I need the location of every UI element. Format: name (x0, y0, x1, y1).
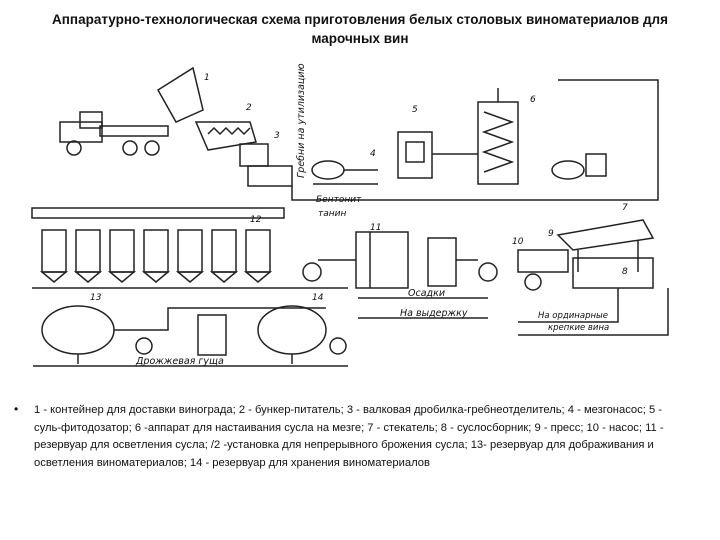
tank-13 (41, 305, 115, 364)
settling-tank-11 (355, 231, 409, 289)
tank-14 (257, 305, 327, 364)
technological-scheme: Гребни на утилизацию Бентонит танин Осад… (31, 63, 669, 367)
legend-bullet: • (14, 402, 19, 416)
press-9 (517, 249, 569, 291)
label-bentonite: Бентонит (316, 195, 362, 205)
label-sediment: Осадки (408, 288, 445, 299)
label-ordinary-wines: крепкие вина (548, 323, 609, 333)
num-1: 1 (204, 73, 210, 83)
title-line-2: марочных вин (311, 31, 409, 46)
label-tannin: танин (318, 209, 346, 219)
legend-text: 1 - контейнер для доставки винограда; 2 … (34, 404, 664, 469)
sulfite-doser (397, 131, 433, 179)
num-7: 7 (622, 203, 628, 213)
must-pump-4 (311, 160, 378, 185)
num-11: 11 (370, 223, 381, 233)
pump-10 (478, 262, 498, 282)
num-4: 4 (370, 149, 376, 159)
num-9: 9 (548, 229, 554, 239)
num-8: 8 (622, 267, 628, 277)
hopper-crusher (194, 121, 293, 187)
label-yeast: Дрожжевая гуща (135, 356, 224, 367)
page-title: Аппаратурно-технологическая схема пригот… (20, 10, 700, 48)
num-6: 6 (530, 95, 536, 105)
label-ordinary: На ординарные (538, 311, 608, 321)
num-10: 10 (512, 237, 524, 247)
infusion-apparatus (477, 88, 519, 185)
fermentation-battery (31, 207, 348, 289)
must-collector (572, 257, 654, 289)
drainer-7 (556, 219, 655, 272)
num-13: 13 (90, 293, 102, 303)
num-2: 2 (246, 103, 252, 113)
num-5: 5 (412, 105, 418, 115)
label-pomace: Гребни на утилизацию (296, 63, 307, 178)
num-14: 14 (312, 293, 324, 303)
num-12: 12 (250, 215, 262, 225)
label-aging: На выдержку (400, 308, 468, 319)
num-3: 3 (274, 131, 280, 141)
grape-truck (59, 66, 204, 156)
title-line-1: Аппаратурно-технологическая схема пригот… (52, 12, 668, 27)
